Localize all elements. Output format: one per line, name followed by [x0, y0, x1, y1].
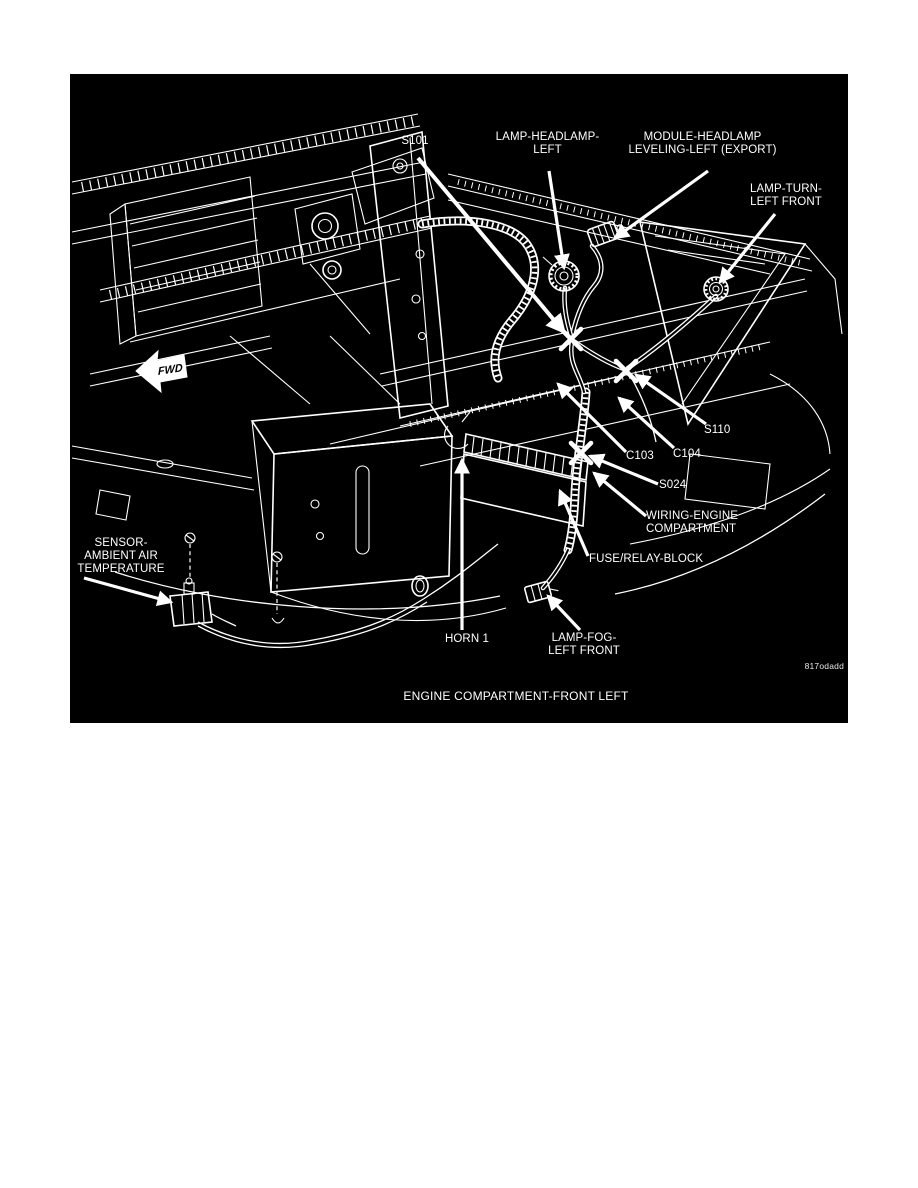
figure-code: 817odadd — [804, 661, 844, 671]
label-lamp-headlamp-left: LAMP-HEADLAMP- LEFT — [495, 131, 600, 156]
ambient-air-temp-sensor — [169, 577, 237, 627]
label-c103: C103 — [626, 450, 654, 462]
label-s101: S101 — [401, 135, 429, 147]
engine-compartment-line-art: FWD — [71, 113, 843, 649]
label-module-headlamp-leveling: MODULE-HEADLAMP LEVELING-LEFT (EXPORT) — [628, 131, 777, 156]
lower-left-rail — [71, 445, 501, 610]
leader-sensor — [83, 576, 174, 607]
label-s024: S024 — [659, 479, 687, 491]
label-lamp-turn-left-front: LAMP-TURN- LEFT FRONT — [750, 183, 822, 208]
turn-lamp-connector — [703, 276, 729, 302]
leader-fuse-relay — [558, 488, 590, 557]
engine-compartment-diagram: FWD S101 LAMP-HEADLAMP- LEFT MODULE-HEAD… — [70, 74, 848, 723]
headlamp-housing — [614, 221, 843, 595]
leader-c103 — [556, 382, 628, 454]
leader-s101 — [416, 156, 566, 335]
frame-upper-rails — [71, 113, 433, 343]
leader-wiring — [592, 471, 648, 518]
leader-lamp-turn — [718, 212, 777, 284]
leader-lamp-fog — [546, 594, 582, 632]
label-horn-1: HORN 1 — [444, 633, 490, 645]
fwd-arrow: FWD — [135, 349, 188, 394]
label-fuse-relay-block: FUSE/RELAY-BLOCK — [589, 553, 704, 565]
leader-s110 — [634, 373, 707, 426]
fog-lamp-connector — [523, 580, 559, 604]
leader-s024 — [587, 453, 659, 486]
headlamp-connector — [542, 256, 580, 292]
label-c104: C104 — [673, 448, 701, 460]
leader-arrows — [83, 156, 777, 632]
leader-c104 — [617, 396, 676, 450]
label-s110: S110 — [704, 424, 731, 436]
diagram-caption: ENGINE COMPARTMENT-FRONT LEFT — [403, 689, 629, 703]
horn — [444, 411, 471, 449]
center-frame-tower — [229, 130, 449, 419]
fwd-label: FWD — [158, 362, 183, 378]
splice-marks — [558, 326, 639, 466]
corrugated-conduit — [417, 216, 591, 555]
mounting-screws — [184, 532, 285, 624]
label-lamp-fog-left-front: LAMP-FOG- LEFT FRONT — [548, 632, 620, 657]
leader-module-leveling — [613, 169, 709, 240]
harness-clip — [411, 575, 429, 597]
radiator-panel — [89, 176, 273, 387]
leader-lamp-headlamp — [547, 170, 570, 271]
bumper-beam — [250, 403, 507, 622]
sensor-wire — [197, 543, 499, 649]
label-sensor-ambient-air-temperature: SENSOR- AMBIENT AIR TEMPERATURE — [77, 537, 165, 575]
label-wiring-engine-compartment: WIRING-ENGINE COMPARTMENT — [646, 510, 739, 535]
